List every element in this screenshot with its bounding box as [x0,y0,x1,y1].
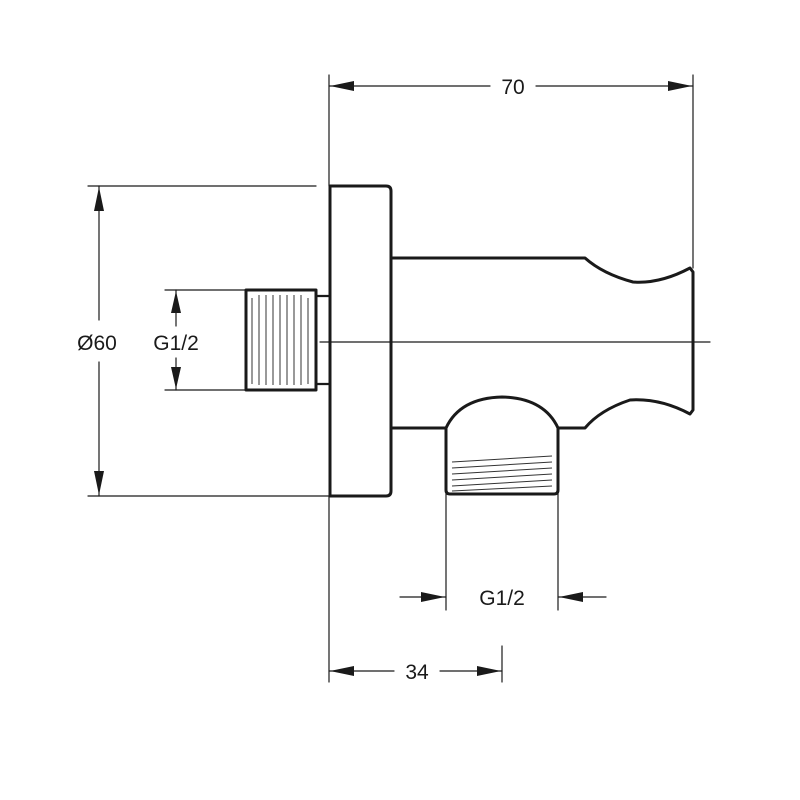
outlet-connector [444,395,560,496]
outlet-thread-lines [451,455,553,492]
inlet-thread-label: G1/2 [153,332,199,355]
outlet-thread-label: G1/2 [479,587,525,610]
dimension-outlet-thread: G1/2 [399,493,607,611]
inlet-thread-lines [251,295,309,385]
overall-length-label: 70 [501,76,524,99]
wall-flange [328,184,393,498]
inlet-nipple [244,288,332,392]
dimension-outlet-offset: 34 [328,495,503,684]
outlet-offset-label: 34 [405,661,429,684]
holder-body [389,256,695,430]
dimension-diameter: Ø60 [77,185,331,497]
diameter-label: Ø60 [77,332,117,355]
dimension-inlet-thread: G1/2 [153,289,247,391]
dimension-overall-length: 70 [328,74,694,269]
